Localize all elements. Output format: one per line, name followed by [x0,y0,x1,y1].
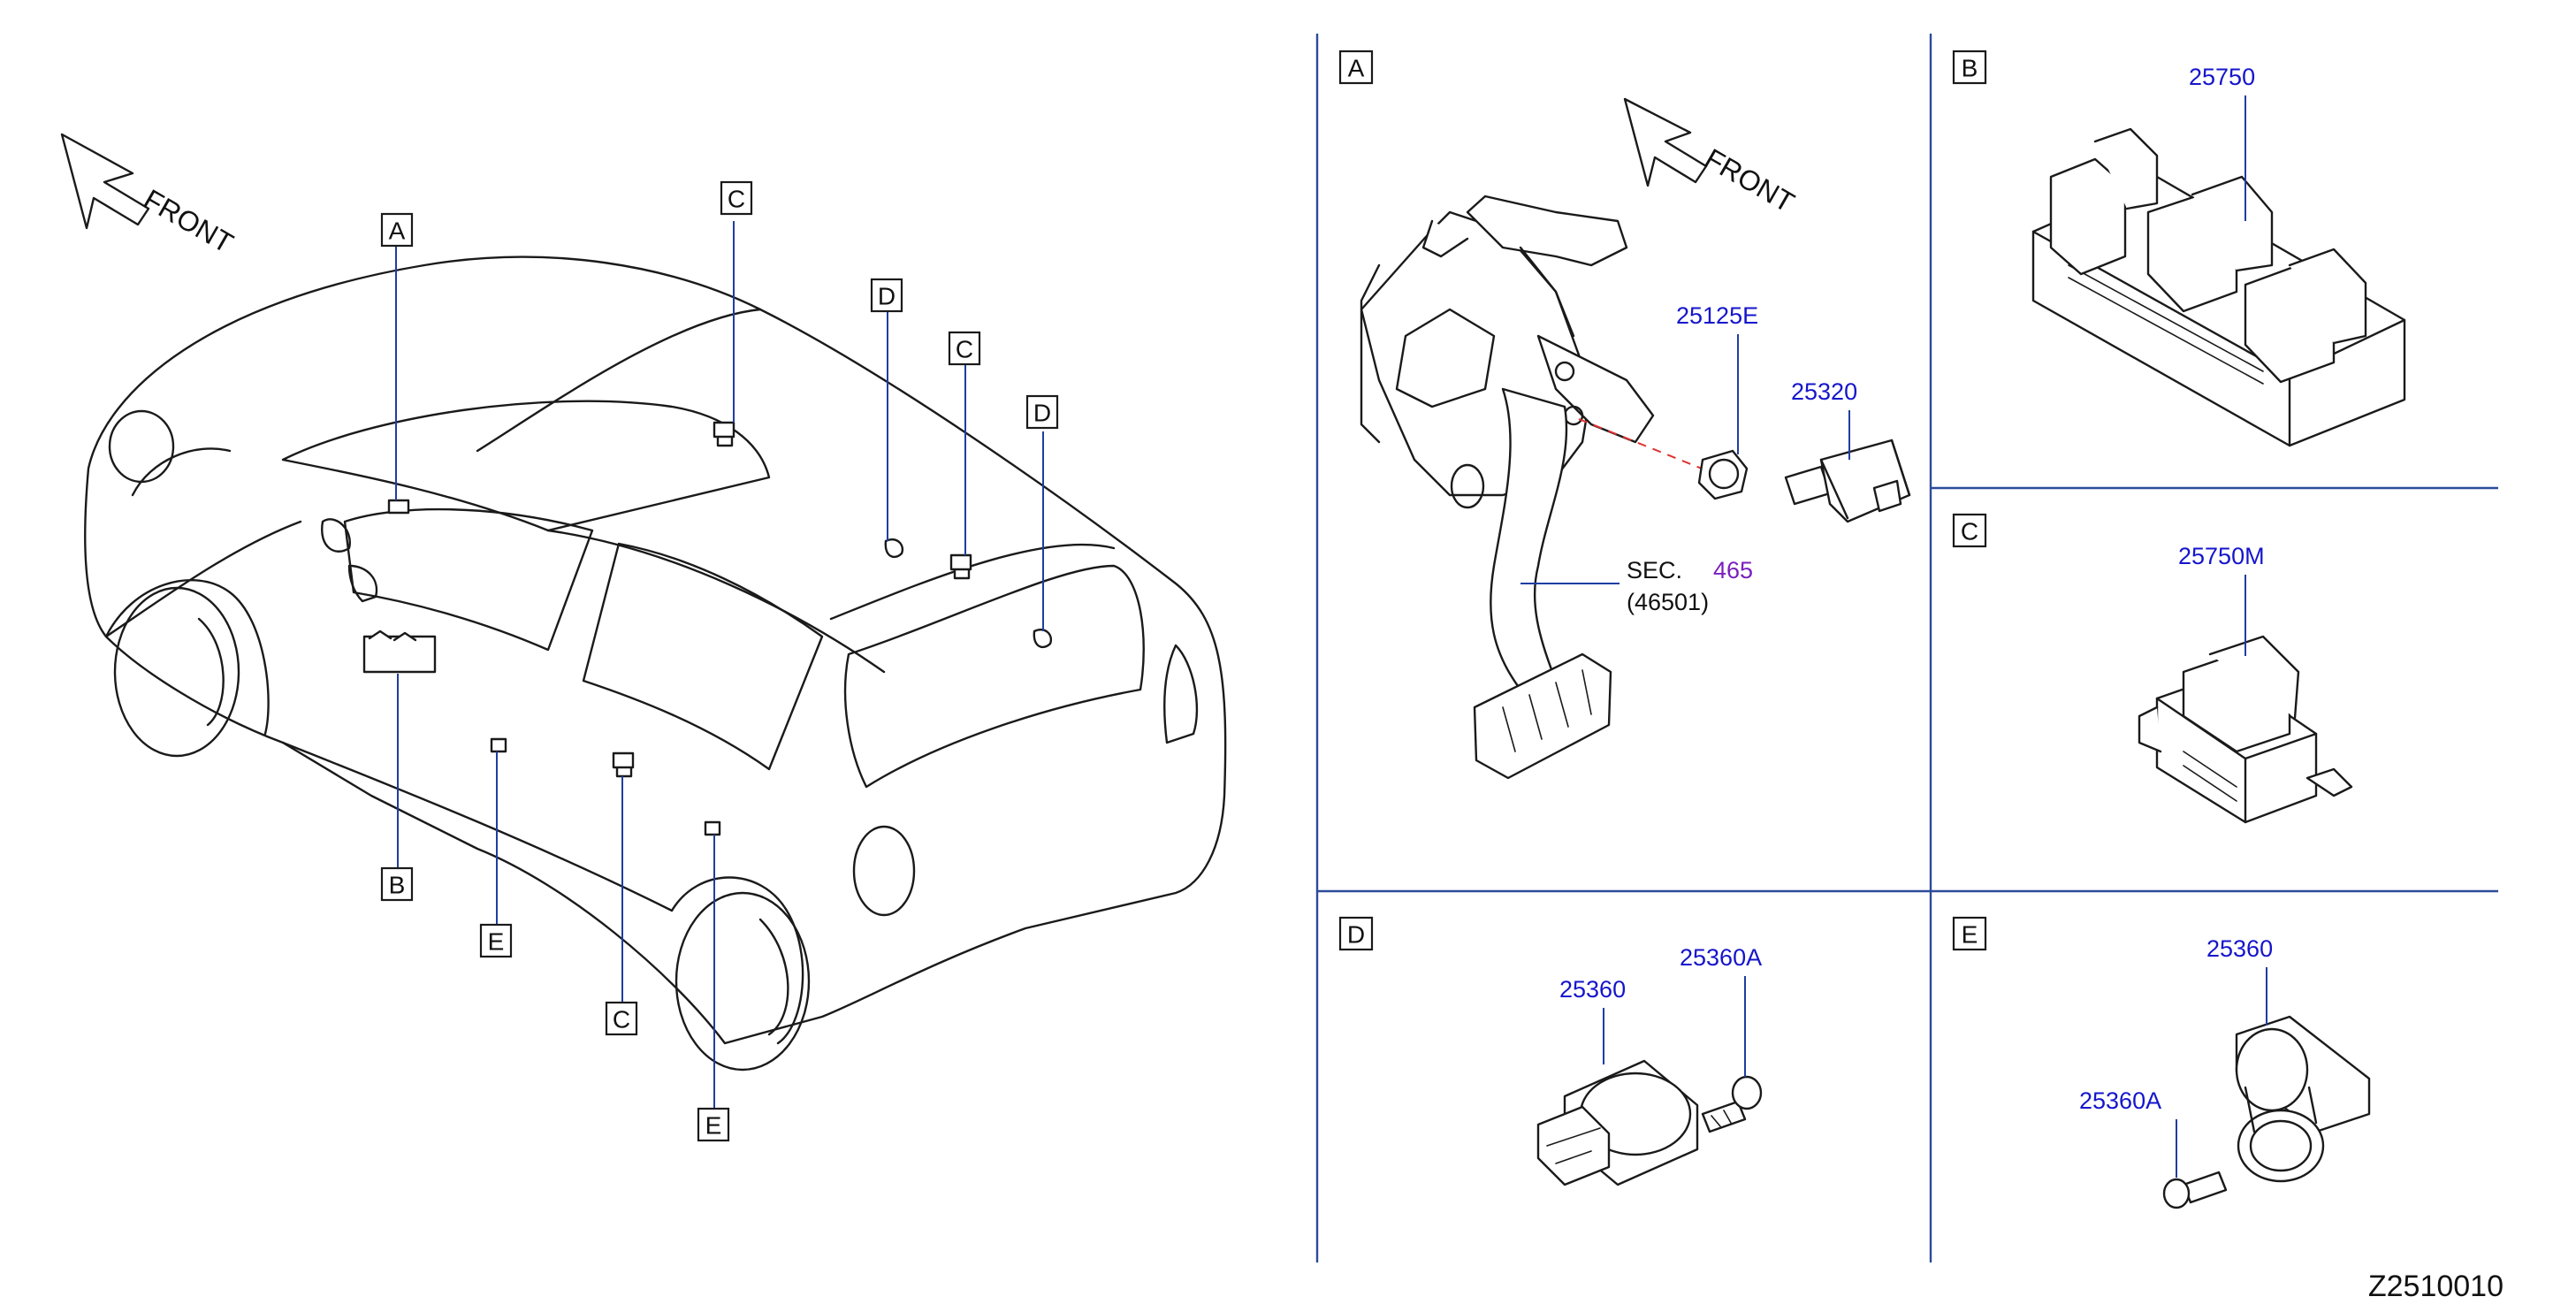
vehicle-components [362,421,1053,836]
door-switch-glyph [949,553,972,580]
panel-a-label: A [1348,55,1365,82]
screw-25360a [2162,1171,2228,1209]
section-ref-sub: (46501) [1627,589,1709,615]
power-window-switch-glyph [362,635,437,674]
car-body [84,256,1227,1072]
svg-text:C: C [728,186,745,213]
svg-text:E: E [705,1112,722,1140]
door-switch-glyph [704,820,721,836]
part-number-25320: 25320 [1791,378,1857,405]
part-number-25125e: 25125E [1676,302,1758,329]
brake-pedal-assembly [1360,195,1655,780]
svg-text:B: B [389,872,406,899]
door-switch-25360 [1536,1059,1699,1186]
stop-lamp-switch-glyph [387,499,410,515]
drawing-code: Z2510010 [2368,1270,2504,1303]
section-ref-prefix: SEC. [1627,557,1682,584]
svg-text:D: D [878,283,896,310]
callout-a: A [380,212,414,248]
front-arrow-icon: FRONT [1623,97,1800,218]
part-number-25750m: 25750M [2178,543,2265,569]
panel-e: E 25360 25360A [1952,916,2371,1209]
door-switch-25360 [2235,1015,2371,1183]
panel-d-label: D [1347,921,1365,949]
install-axis-line [1578,418,1716,475]
section-ref-number: 465 [1713,557,1753,584]
vehicle-leaders [395,221,1044,1109]
part-number-25360: 25360 [1559,976,1626,1003]
panel-a-front-label: FRONT [1700,142,1800,218]
callout-d: D [870,278,903,313]
panel-frame [1315,34,2498,1262]
svg-text:C: C [956,336,973,363]
part-number-25360-e: 25360 [2206,935,2273,962]
screw-25360a [1701,1075,1763,1133]
power-window-switch-25750 [2031,127,2406,447]
panel-e-label: E [1962,921,1978,949]
panel-d: D 25360 25360A [1338,916,1763,1186]
callout-c: C [720,180,753,216]
vehicle-overview: FRONT [60,133,1227,1142]
door-switch-glyph [612,751,635,778]
stop-lamp-switch-25320 [1784,439,1911,523]
panel-c-label: C [1961,518,1978,545]
panel-b: B 25750 [1952,50,2406,447]
svg-text:C: C [613,1006,630,1034]
door-switch-glyph [713,421,735,447]
callout-c: C [948,331,981,366]
callout-c: C [605,1001,638,1036]
panel-c: C 25750M [1952,513,2353,824]
callout-e: E [479,923,513,958]
svg-text:D: D [1033,400,1051,427]
panel-a: A FRONT [1338,50,1911,780]
part-number-25360a-e: 25360A [2079,1087,2161,1114]
front-arrow-icon: FRONT [60,133,239,259]
svg-text:A: A [389,217,406,245]
callout-d: D [1025,394,1059,430]
door-switch-glyph [1033,629,1053,649]
part-number-25360a: 25360A [1680,944,1762,971]
door-switch-glyph [490,737,507,753]
door-switch-glyph [884,538,904,559]
clip-25125e [1697,449,1749,500]
callout-e: E [697,1107,730,1142]
panel-b-label: B [1962,55,1978,82]
power-window-switch-25750m [2138,635,2353,824]
part-number-25750: 25750 [2189,64,2255,90]
front-label: FRONT [139,183,239,259]
callout-b: B [380,866,414,902]
svg-text:E: E [488,928,505,956]
